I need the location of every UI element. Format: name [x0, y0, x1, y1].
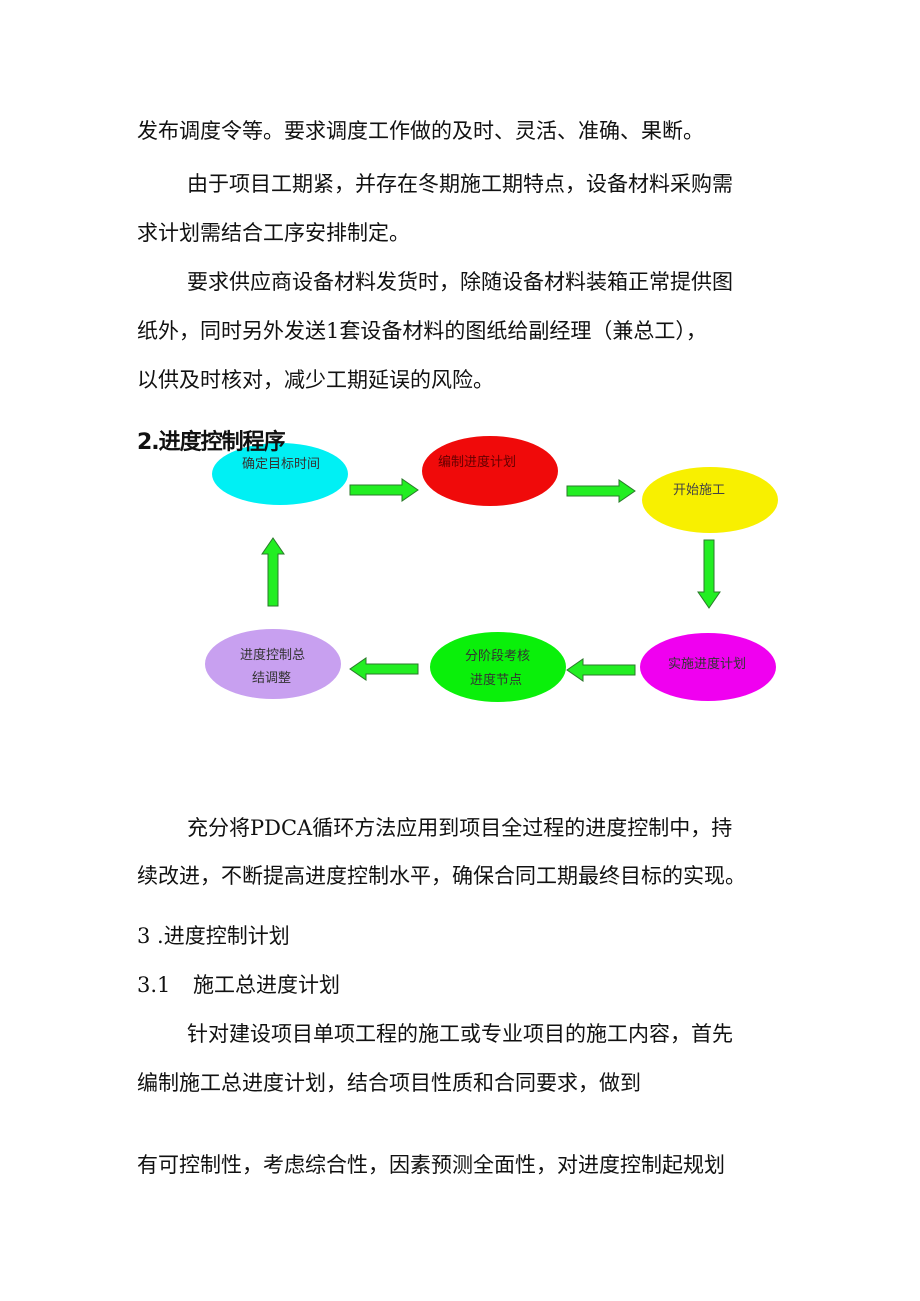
diagram-heading: 2.进度控制程序 — [137, 430, 286, 455]
section-heading: 3 .进度控制计划 — [137, 924, 290, 948]
subsection-number: 3.1 — [137, 973, 171, 997]
paragraph-line: 针对建设项目单项工程的施工或专业项目的施工内容，首先 — [187, 1022, 733, 1046]
paragraph-line: 续改进，不断提高进度控制水平，确保合同工期最终目标的实现。 — [137, 864, 746, 888]
paragraph-line: 要求供应商设备材料发货时，除随设备材料装箱正常提供图 — [187, 270, 733, 294]
arrow-right-icon — [349, 478, 419, 502]
node-label: 开始施工 — [673, 483, 725, 498]
paragraph-line: 由于项目工期紧，并存在冬期施工期特点，设备材料采购需 — [187, 172, 733, 196]
paragraph-line: 编制施工总进度计划，结合项目性质和合同要求，做到 — [137, 1071, 641, 1095]
arrow-right-icon — [566, 479, 636, 503]
paragraph-line: 以供及时核对，减少工期延误的风险。 — [137, 368, 494, 392]
node-ellipse — [642, 467, 778, 533]
progress-control-diagram: 确定目标时间 编制进度计划 开始施工 实施进度计划 分阶段考核 进度节点 进度控… — [205, 436, 778, 702]
node-label: 进度节点 — [470, 672, 522, 688]
paragraph-line: 发布调度令等。要求调度工作做的及时、灵活、准确、果断。 — [137, 119, 704, 143]
paragraph-line: 纸外，同时另外发送1套设备材料的图纸给副经理（兼总工）， — [137, 319, 707, 343]
node-ellipse — [212, 443, 348, 505]
node-ellipse — [205, 629, 341, 699]
node-label: 确定目标时间 — [242, 457, 320, 472]
arrow-up-icon — [261, 537, 285, 607]
node-ellipse — [640, 633, 776, 701]
node-label: 进度控制总 — [240, 647, 305, 663]
paragraph-line: 求计划需结合工序安排制定。 — [137, 221, 410, 245]
node-label: 实施进度计划 — [668, 656, 746, 672]
node-label: 编制进度计划 — [438, 454, 516, 470]
arrow-left-icon — [349, 657, 419, 681]
arrow-left-icon — [566, 658, 636, 682]
arrow-down-icon — [697, 539, 721, 609]
paragraph-line: 有可控制性，考虑综合性，因素预测全面性，对进度控制起规划 — [137, 1153, 725, 1177]
node-ellipse — [430, 632, 566, 702]
paragraph-line: 充分将PDCA循环方法应用到项目全过程的进度控制中，持 — [187, 816, 733, 840]
node-label: 结调整 — [252, 671, 291, 686]
node-label: 分阶段考核 — [465, 649, 530, 664]
node-ellipse — [422, 436, 558, 506]
subsection-title: 施工总进度计划 — [193, 973, 340, 997]
